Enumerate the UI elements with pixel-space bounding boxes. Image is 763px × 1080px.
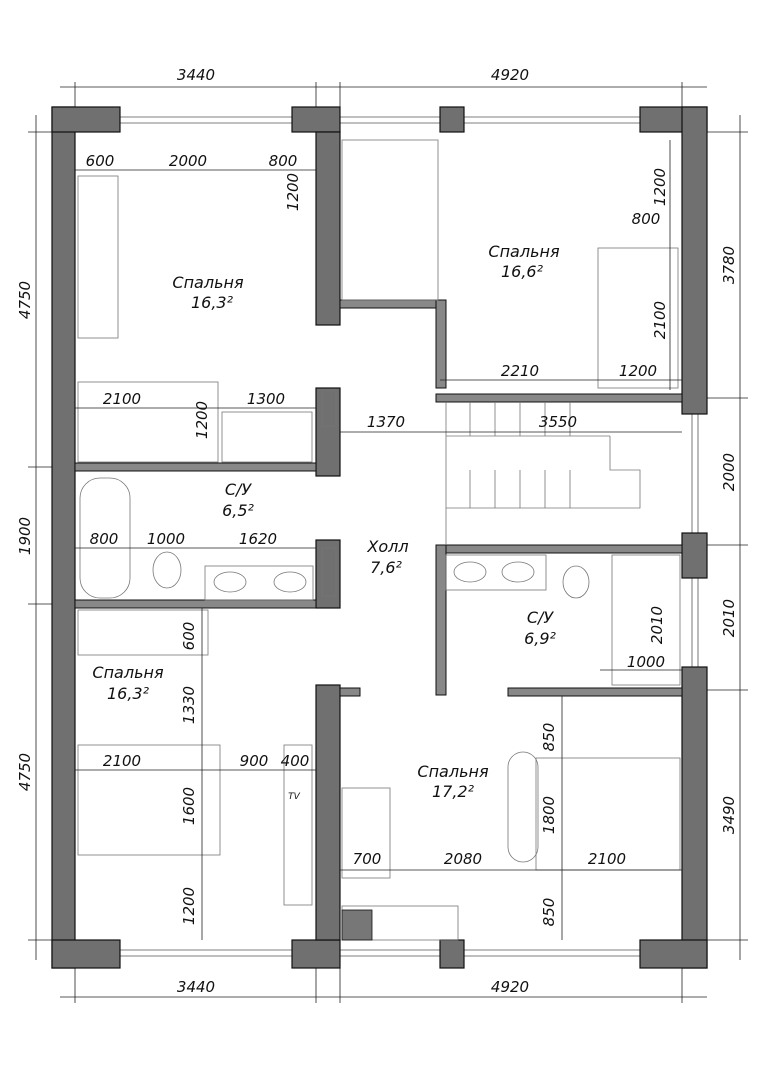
room-area: 16,6² [501, 262, 544, 281]
dim-label: 2100 [588, 850, 626, 868]
dim-label: 1200 [193, 401, 211, 439]
dim-left-3: 4750 [16, 753, 34, 791]
room-name: С/У [527, 608, 555, 627]
dim-right-2: 2000 [720, 453, 738, 491]
room-area: 7,6² [370, 558, 402, 577]
dim-label: 1620 [239, 530, 277, 548]
dim-right-3: 2010 [720, 599, 738, 637]
room-area: 6,5² [222, 501, 254, 520]
dim-label: 600 [86, 152, 115, 170]
outer-dimension-lines [28, 82, 748, 1003]
dim-left-2: 1900 [16, 517, 34, 555]
windows [120, 116, 699, 957]
dim-label: 2080 [444, 850, 482, 868]
dim-label: 3550 [539, 413, 577, 431]
dim-label: 1300 [247, 390, 285, 408]
dim-label: 2100 [103, 390, 141, 408]
furniture [77, 139, 681, 941]
dim-label: 1000 [147, 530, 185, 548]
room-name: Холл [366, 537, 408, 556]
dim-label: 1200 [619, 362, 657, 380]
room-name: Спальня [417, 762, 489, 781]
dim-label: 700 [353, 850, 382, 868]
dim-label: 1200 [284, 173, 302, 211]
dim-label: 2010 [648, 606, 666, 644]
inner-dimensions: 600 2000 800 1200 1200 800 2100 2210 120… [86, 152, 669, 926]
dim-label: 1200 [651, 168, 669, 206]
dim-top-left: 3440 [177, 66, 215, 84]
dim-top-right: 4920 [491, 66, 529, 84]
room-labels: Спальня 16,3² Спальня 16,6² С/У 6,5² Хол… [92, 242, 560, 801]
room-area: 16,3² [191, 293, 234, 312]
dim-label: 1000 [627, 653, 665, 671]
dim-label: 2210 [501, 362, 539, 380]
dim-label: 850 [540, 898, 558, 927]
dim-label: 2100 [651, 301, 669, 339]
dim-label: 850 [540, 723, 558, 752]
dim-label: 1800 [540, 796, 558, 834]
dim-label: 1370 [367, 413, 405, 431]
dim-left-1: 4750 [16, 281, 34, 319]
dim-label: 400 [281, 752, 310, 770]
dim-bottom-left: 3440 [177, 978, 215, 996]
tv-label: TV [288, 792, 300, 802]
room-name: С/У [225, 480, 253, 499]
dim-label: 1600 [180, 787, 198, 825]
inner-dimension-lines [75, 140, 682, 940]
dim-label: 900 [240, 752, 269, 770]
dim-right-1: 3780 [720, 246, 738, 284]
room-name: Спальня [172, 273, 244, 292]
dim-label: 800 [269, 152, 298, 170]
room-area: 16,3² [107, 684, 150, 703]
dim-label: 2000 [169, 152, 207, 170]
dim-bottom-right: 4920 [491, 978, 529, 996]
room-name: Спальня [92, 663, 164, 682]
dim-right-4: 3490 [720, 796, 738, 834]
room-area: 17,2² [432, 782, 475, 801]
dim-label: 1200 [180, 887, 198, 925]
dim-label: 600 [180, 622, 198, 651]
dim-label: 800 [90, 530, 119, 548]
dim-label: 800 [632, 210, 661, 228]
dim-label: 1330 [180, 686, 198, 724]
room-name: Спальня [488, 242, 560, 261]
walls [51, 106, 708, 969]
room-area: 6,9² [524, 629, 556, 648]
dim-label: 2100 [103, 752, 141, 770]
